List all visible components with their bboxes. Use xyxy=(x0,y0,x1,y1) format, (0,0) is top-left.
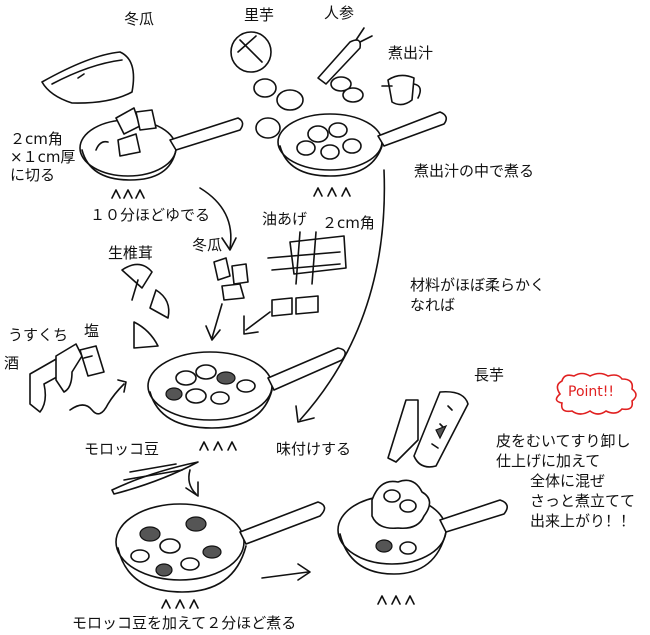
winter-melon-icon xyxy=(41,51,135,104)
broth-pitcher-icon xyxy=(381,74,422,106)
taro-icon xyxy=(230,31,304,139)
frying-pan-icon xyxy=(337,479,508,575)
shiitake-label: 生椎茸 xyxy=(108,244,154,262)
yam-icon xyxy=(387,390,469,468)
ninjin-label: 人参 xyxy=(324,4,355,22)
flame-icon xyxy=(161,599,199,609)
point-note-1: 皮をむいてすり卸し xyxy=(496,432,631,450)
aburaage-label: 油あげ xyxy=(262,210,308,228)
nidashi-label: 煮出汁 xyxy=(388,44,434,62)
arrow-icon xyxy=(69,379,127,415)
point-note-5: 出来上がり！！ xyxy=(530,512,636,530)
cut-note-1: ２cm角 xyxy=(10,130,63,148)
shio-label: 塩 xyxy=(84,322,100,340)
togan-mid-label: 冬瓜 xyxy=(192,236,223,254)
point-bubble-icon xyxy=(555,372,637,415)
green-bean-icon xyxy=(111,461,199,495)
aburaage-cut-label: ２cm角 xyxy=(322,214,375,232)
soft-note-1: 材料がほぼ柔らかく xyxy=(410,276,546,294)
arrow-icon xyxy=(199,187,237,251)
arrow-icon xyxy=(205,303,223,341)
point-note-4: さっと煮立てて xyxy=(530,492,636,510)
frying-pan-icon xyxy=(147,347,346,429)
flame-icon xyxy=(199,441,237,451)
simmer-note: 煮出汁の中で煮る xyxy=(414,162,535,180)
nagaimo-label: 長芋 xyxy=(474,366,505,384)
point-label: Point!! xyxy=(568,384,614,400)
morocco-label: モロッコ豆 xyxy=(84,440,160,458)
soft-note-2: なれば xyxy=(410,296,456,314)
morocco-note: モロッコ豆を加えて２分ほど煮る xyxy=(72,614,297,632)
cut-note-3: に切る xyxy=(10,166,56,184)
boil-note: １０分ほどゆでる xyxy=(90,206,211,224)
frying-pan-icon xyxy=(115,501,326,593)
satoimo-label: 里芋 xyxy=(244,6,275,24)
arrow-icon xyxy=(243,311,271,335)
flame-icon xyxy=(313,187,351,197)
flame-icon xyxy=(111,189,145,199)
shiitake-icon xyxy=(121,263,170,349)
frying-pan-icon xyxy=(277,111,448,177)
cut-note-2: ×１cm厚 xyxy=(10,148,76,166)
winter-melon-icon xyxy=(213,257,249,301)
arrow-icon xyxy=(185,469,199,497)
arrow-icon xyxy=(261,563,311,581)
arrow-icon xyxy=(295,169,386,423)
frying-pan-icon xyxy=(79,107,244,181)
sake-label: 酒 xyxy=(4,354,20,372)
fried-tofu-icon xyxy=(267,231,347,317)
point-note-2: 仕上げに加えて xyxy=(496,452,601,470)
season-note: 味付けする xyxy=(276,440,352,458)
togan-label: 冬瓜 xyxy=(124,10,155,28)
bottle-icon xyxy=(29,343,105,413)
usukuchi-label: うすくち xyxy=(8,326,69,344)
point-note-3: 全体に混ぜ xyxy=(530,472,606,490)
flame-icon xyxy=(377,595,415,605)
carrot-icon xyxy=(317,27,373,103)
